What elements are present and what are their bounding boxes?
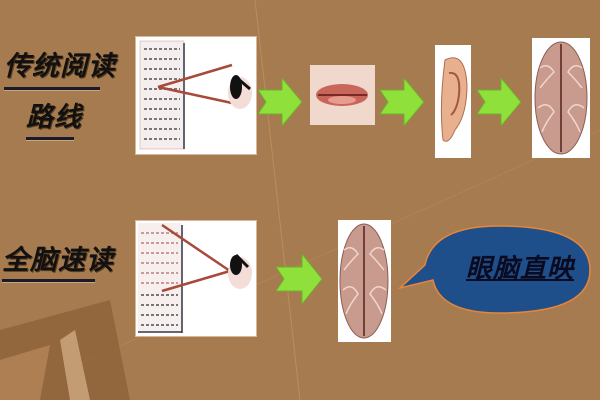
underline [2, 279, 95, 282]
speech-bubble [397, 225, 591, 314]
brain-icon [339, 223, 389, 339]
underline [4, 87, 100, 90]
eye-reading-text-image [135, 36, 257, 155]
brain-image [532, 38, 590, 158]
brain-icon [534, 41, 588, 155]
eye-brain-direct-mapping-text: 眼脑直映 [466, 254, 575, 284]
route-label: 路线 [26, 102, 82, 133]
whole-brain-reading-label: 全脑速读 [2, 245, 114, 276]
underline [26, 137, 74, 140]
lips-icon [316, 84, 368, 106]
eye-reading-text-icon [138, 223, 252, 333]
arrow-right-icon [477, 78, 521, 126]
eye-reading-text-icon [139, 40, 252, 150]
brain-image [338, 220, 391, 342]
arrow-right-icon [380, 78, 424, 126]
ear-icon [440, 57, 468, 142]
arrow-right-icon [258, 78, 302, 126]
ear-image [435, 45, 471, 158]
traditional-reading-label: 传统阅读 [4, 51, 116, 82]
lips-image [310, 65, 375, 125]
eye-reading-text-image [135, 220, 257, 337]
arrow-right-icon [276, 254, 322, 304]
